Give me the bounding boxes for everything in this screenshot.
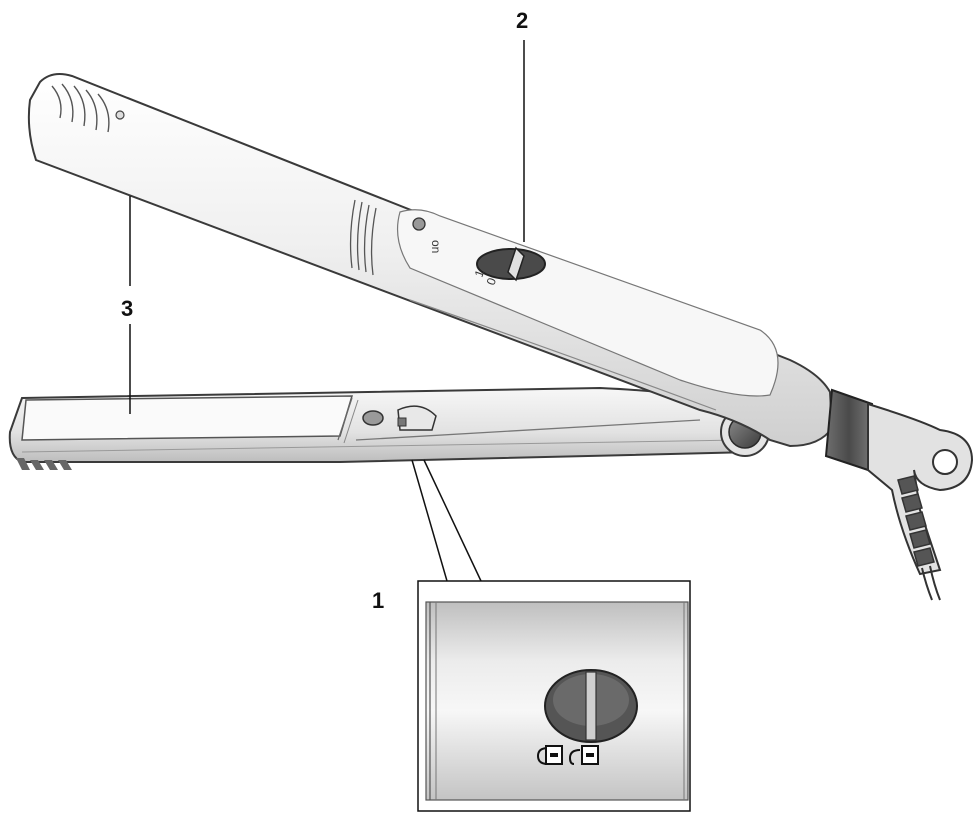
- lock-detail-inset: [417, 580, 691, 812]
- lock-switch-small: [362, 405, 437, 431]
- heating-plate-lower: [21, 395, 354, 441]
- leader-line-1-right: [423, 459, 482, 582]
- padlock-closed-icon: [536, 745, 563, 765]
- switch-position-0: 0: [484, 276, 500, 287]
- swivel-collar: [824, 388, 874, 472]
- lower-arm-ridge: [355, 419, 701, 441]
- leader-line-1-left: [411, 459, 448, 582]
- hanging-loop: [932, 449, 958, 475]
- lower-arm: [8, 386, 770, 470]
- cord-guard: [867, 402, 974, 576]
- padlock-open-icon: [568, 745, 599, 765]
- lower-plate-groove-1: [337, 397, 353, 441]
- upper-tip-ribs: [51, 83, 110, 133]
- tip-dot: [115, 110, 125, 120]
- indicator-light: [412, 217, 426, 231]
- power-switch[interactable]: [476, 246, 546, 282]
- callout-3: 3: [121, 296, 133, 321]
- callout-2: 2: [516, 8, 528, 33]
- lower-edge-line: [409, 299, 717, 411]
- callout-1: 1: [372, 588, 384, 613]
- upper-arm: on 1 0: [27, 73, 974, 601]
- on-marking: on: [429, 240, 443, 253]
- cord-strain-relief: [897, 475, 935, 567]
- switch-position-1: 1: [472, 268, 488, 279]
- lock-slider[interactable]: [544, 669, 638, 743]
- power-cord: [921, 565, 941, 601]
- lower-arm-ridge-2: [21, 439, 741, 453]
- lower-grip-ribs: [16, 458, 72, 470]
- upper-arm-grooves: [349, 199, 377, 276]
- lower-plate-groove-2: [343, 399, 359, 444]
